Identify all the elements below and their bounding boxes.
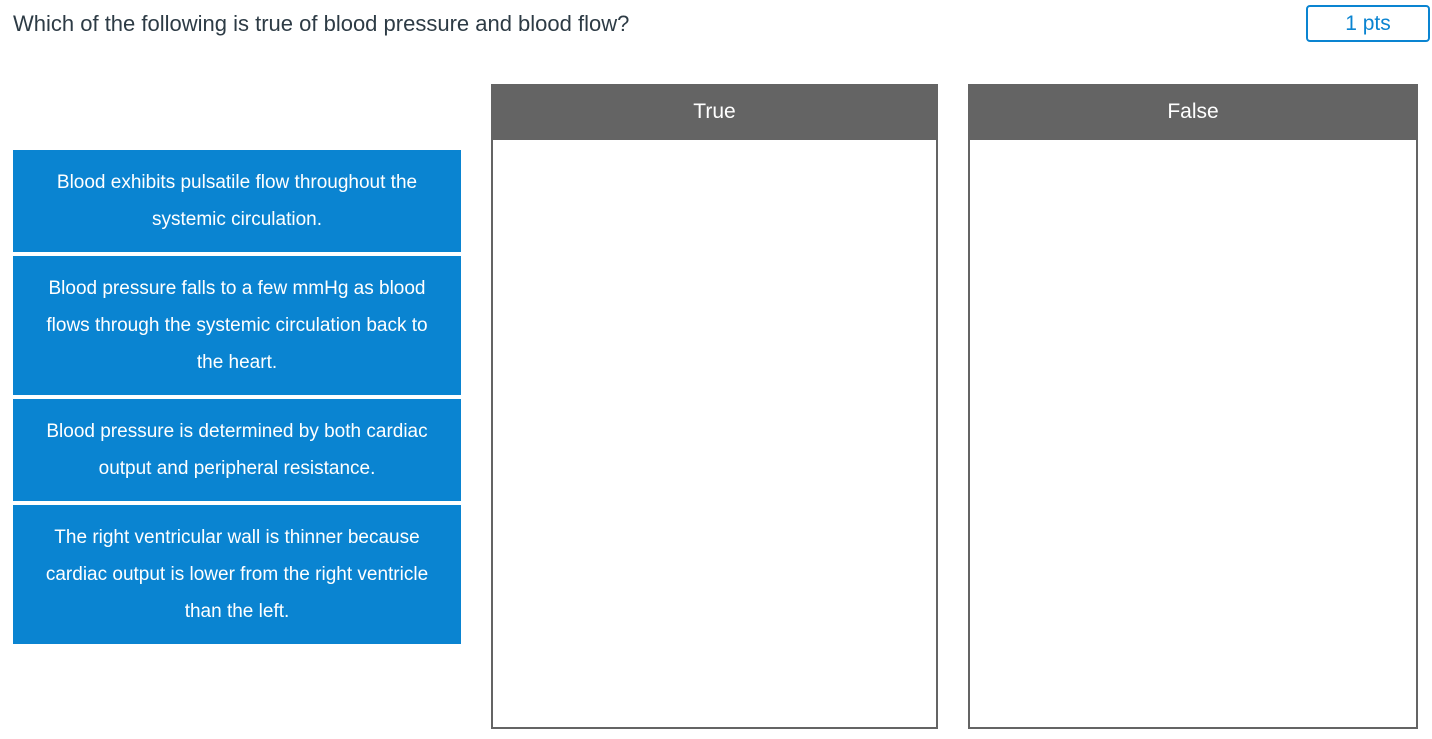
- dropzone-column-false: False: [968, 84, 1418, 729]
- answer-tile[interactable]: Blood pressure falls to a few mmHg as bl…: [13, 256, 461, 395]
- answer-bank: Blood exhibits pulsatile flow throughout…: [13, 150, 461, 644]
- dropzone-body-false[interactable]: [968, 140, 1418, 729]
- answer-tile[interactable]: Blood exhibits pulsatile flow throughout…: [13, 150, 461, 252]
- dropzone-header-false: False: [968, 84, 1418, 140]
- question-prompt: Which of the following is true of blood …: [13, 11, 630, 36]
- dropzone-column-true: True: [491, 84, 938, 729]
- answer-tile[interactable]: The right ventricular wall is thinner be…: [13, 505, 461, 644]
- question-header: Which of the following is true of blood …: [0, 0, 1432, 52]
- dropzone-header-true: True: [491, 84, 938, 140]
- answer-tile[interactable]: Blood pressure is determined by both car…: [13, 399, 461, 501]
- points-badge: 1 pts: [1306, 5, 1430, 42]
- dropzone-body-true[interactable]: [491, 140, 938, 729]
